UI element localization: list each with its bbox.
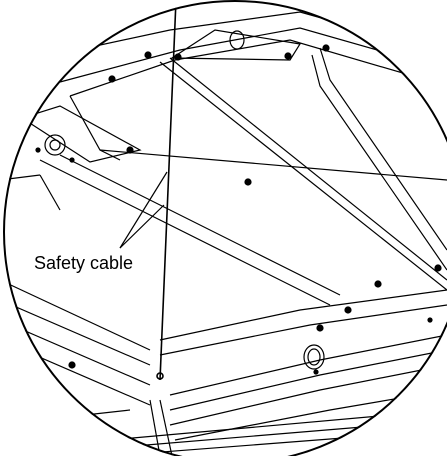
left-frame — [3, 174, 151, 421]
safety-cable — [156, 0, 177, 381]
upper-frame — [39, 11, 447, 97]
bottom-rails — [109, 399, 447, 456]
safety-cable-label: Safety cable — [34, 253, 134, 273]
front-right-frame — [159, 289, 447, 441]
callout-leaders — [119, 171, 168, 249]
left-bracket — [20, 105, 142, 163]
detail-view-circle — [3, 0, 447, 456]
right-bracket — [311, 44, 447, 271]
top-bracket — [170, 29, 301, 61]
